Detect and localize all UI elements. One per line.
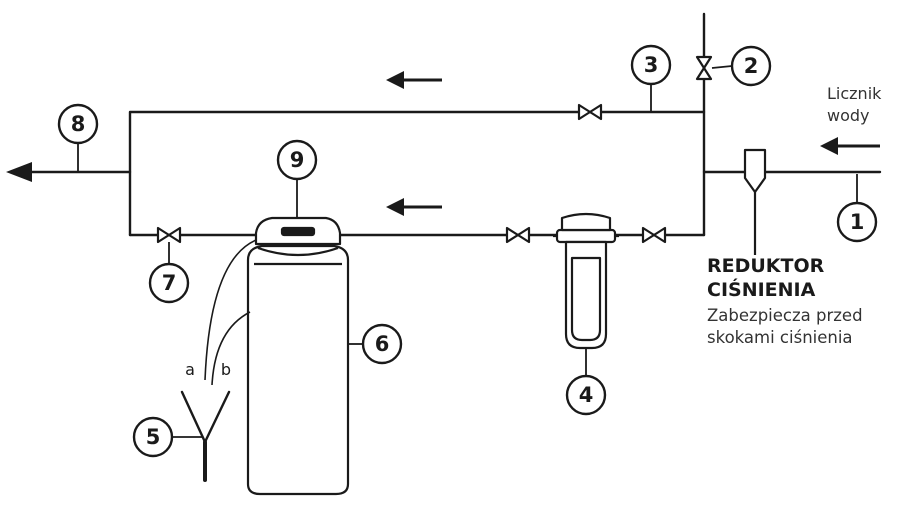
callout-2: 2 <box>730 45 772 87</box>
outlet-arrow-icon <box>6 162 32 182</box>
flow-arrow-icon <box>386 198 442 216</box>
reducer-title-line2: CIŚNIENIA <box>707 279 816 301</box>
valve-icon <box>695 55 713 81</box>
leader-line <box>711 65 733 69</box>
svg-text:5: 5 <box>146 425 161 449</box>
drain-label-b: b <box>221 360 231 379</box>
svg-text:2: 2 <box>744 54 759 78</box>
reducer-title: REDUKTOR CIŚNIENIA <box>707 254 824 302</box>
water-meter-label: Licznik wody <box>827 83 881 127</box>
drain-line-a <box>204 239 257 381</box>
callout-9: 9 <box>276 139 318 181</box>
water-softener-icon <box>246 216 350 496</box>
callout-4: 4 <box>565 374 607 416</box>
svg-text:8: 8 <box>71 112 86 136</box>
flow-arrow-icon <box>820 137 880 155</box>
valve-icon <box>505 226 531 244</box>
valve-icon <box>156 226 182 244</box>
svg-text:6: 6 <box>375 332 390 356</box>
bypass-pipe <box>128 110 706 237</box>
callout-8: 8 <box>57 103 99 145</box>
filter-housing-icon <box>553 212 619 350</box>
callout-5: 5 <box>132 416 174 458</box>
valve-icon <box>641 226 667 244</box>
drain-line-b <box>211 311 251 386</box>
svg-text:9: 9 <box>290 148 305 172</box>
water-meter-label-line1: Licznik <box>827 84 882 103</box>
water-meter-label-line2: wody <box>827 106 870 125</box>
pressure-reducer-icon <box>743 148 767 255</box>
svg-text:3: 3 <box>644 53 659 77</box>
drain-funnel-icon <box>180 390 231 482</box>
reducer-description: Zabezpiecza przed skokami ciśnienia <box>707 305 863 349</box>
svg-text:4: 4 <box>579 383 594 407</box>
svg-text:7: 7 <box>162 271 177 295</box>
valve-icon <box>577 103 603 121</box>
callout-1: 1 <box>836 201 878 243</box>
reducer-desc-line1: Zabezpiecza przed <box>707 306 863 325</box>
reducer-desc-line2: skokami ciśnienia <box>707 328 853 347</box>
svg-text:1: 1 <box>850 210 865 234</box>
drain-label-a: a <box>185 360 195 379</box>
callout-7: 7 <box>148 262 190 304</box>
callout-6: 6 <box>361 323 403 365</box>
reducer-title-line1: REDUKTOR <box>707 255 825 277</box>
callout-3: 3 <box>630 44 672 86</box>
flow-arrow-icon <box>386 71 442 89</box>
